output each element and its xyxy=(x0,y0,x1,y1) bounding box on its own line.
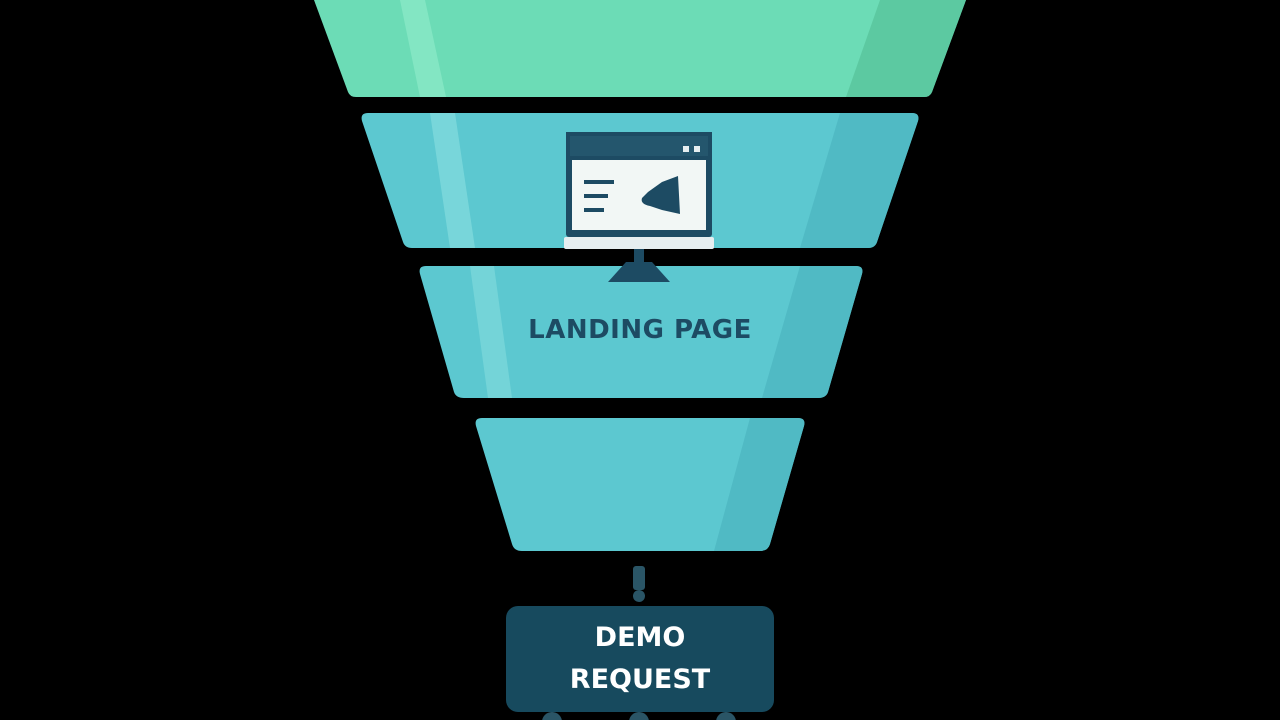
bottom-dots xyxy=(542,712,736,720)
monitor-stand-icon xyxy=(608,249,670,282)
funnel-segment-3 xyxy=(419,266,863,398)
browser-window-icon xyxy=(564,132,714,249)
demo-request-box: DEMO REQUEST xyxy=(506,606,774,712)
demo-label-line-2: REQUEST xyxy=(569,664,711,695)
connector-icon xyxy=(633,566,645,602)
funnel-segment-4 xyxy=(475,418,805,551)
megaphone-icon xyxy=(641,176,680,214)
landing-page-label: LANDING PAGE xyxy=(528,315,752,345)
funnel-segment-1 xyxy=(314,0,966,97)
demo-label-line-1: DEMO xyxy=(594,622,686,653)
